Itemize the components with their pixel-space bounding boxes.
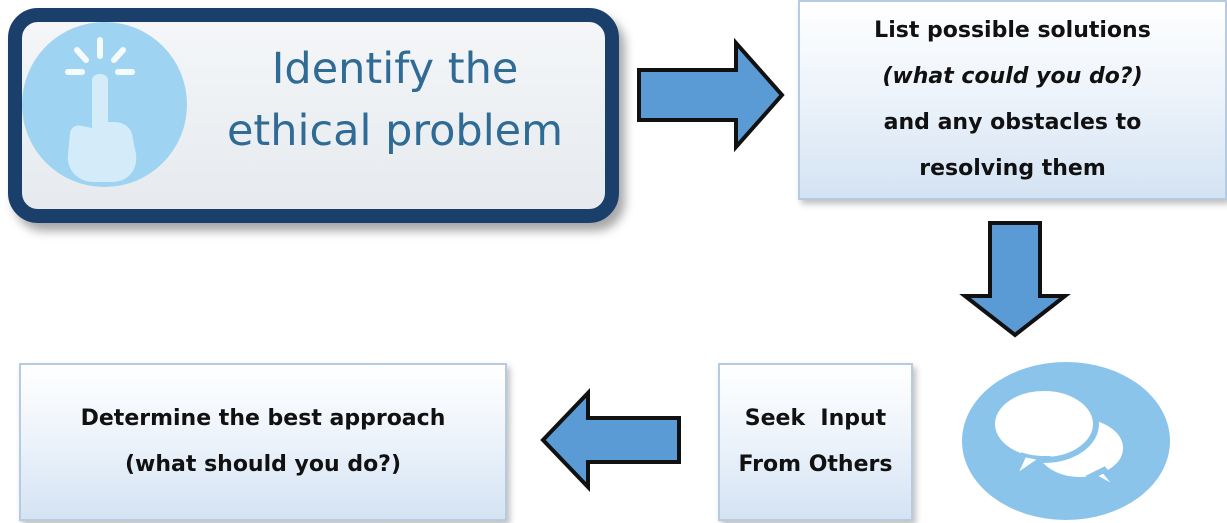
solutions-line3: and any obstacles to (883, 110, 1142, 135)
seek-input-line2: From Others (738, 452, 893, 477)
chat-bubbles-icon (989, 385, 1129, 495)
solutions-line2: (what could you do?) (882, 64, 1143, 89)
arrow-left (540, 388, 681, 492)
identify-title-line1: Identify the (271, 44, 519, 94)
identify-title-line2: ethical problem (226, 106, 564, 156)
solutions-line1: List possible solutions (874, 18, 1151, 43)
determine-line1: Determine the best approach (80, 406, 446, 431)
solutions-step-box: List possible solutions (what could you … (798, 0, 1227, 200)
seek-input-line1: Seek Input (744, 406, 887, 431)
identify-step-title: Identify the ethical problem (205, 38, 585, 162)
determine-line2: (what should you do?) (125, 452, 401, 477)
determine-step-box: Determine the best approach (what should… (19, 363, 507, 521)
solutions-line4: resolving them (919, 156, 1106, 181)
arrow-down (959, 221, 1071, 338)
tap-hand-icon (65, 37, 137, 182)
arrow-right (637, 37, 785, 153)
seek-input-step-box: Seek Input From Others (718, 363, 913, 521)
